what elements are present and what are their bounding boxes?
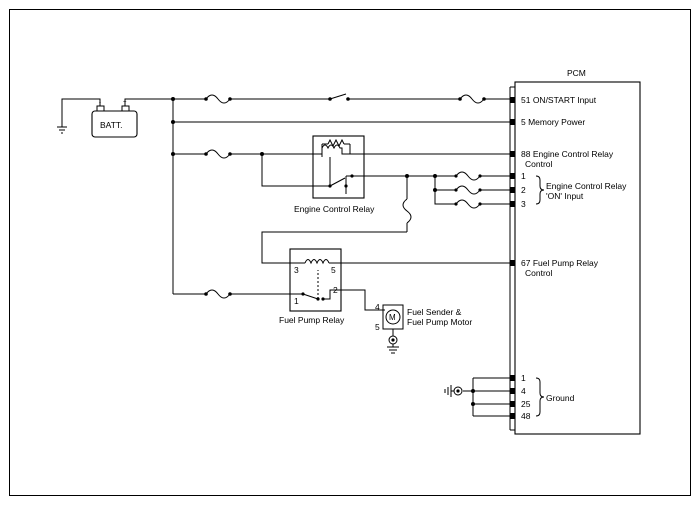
motor-icon xyxy=(385,309,401,325)
pin-ecr-control-label: 88 Engine Control Relay xyxy=(521,149,614,159)
relay-coil-icon xyxy=(290,259,341,265)
ground-icon xyxy=(387,335,399,354)
ecr-on-group-label: Engine Control Relay xyxy=(546,181,627,191)
pin-fpr-control-label-2: Control xyxy=(525,268,553,278)
ecr-on-group-label-2: 'ON' Input xyxy=(546,191,584,201)
pin-ecr-control-label-2: Control xyxy=(525,159,553,169)
fuel-pump-relay: Fuel Pump Relay 3 5 1 2 xyxy=(279,248,345,325)
motor-label: Fuel Sender & xyxy=(407,307,462,317)
engine-control-relay: Engine Control Relay xyxy=(294,135,375,214)
fuse-icon xyxy=(455,199,481,209)
pin-fpr-control-label: 67 Fuel Pump Relay xyxy=(521,258,599,268)
pcm-ground-wiring xyxy=(444,377,510,417)
fpr-pin3: 3 xyxy=(294,265,299,275)
pcm-module: PCM 51 ON/START Input 5 Memory Power 88 … xyxy=(509,68,641,435)
battery-label: BATT. xyxy=(100,120,123,130)
battery: BATT. - + xyxy=(57,98,173,138)
battery-box xyxy=(91,110,138,138)
fuse-icon xyxy=(205,94,231,104)
pin-ecr-on-1-label: 1 xyxy=(521,171,526,181)
fuse-icon xyxy=(455,185,481,195)
ignition-switch-icon xyxy=(328,93,350,101)
relay-switch-icon xyxy=(328,157,354,194)
ground-group-label: Ground xyxy=(546,393,575,403)
pin-memory-power-label: 5 Memory Power xyxy=(521,117,585,127)
relay-coil-icon xyxy=(319,138,352,157)
pcm-title: PCM xyxy=(567,68,586,78)
fuel-pump-motor: M 4 5 Fuel Sender & Fuel Pump Motor xyxy=(375,302,472,354)
battery-pos-terminal xyxy=(121,105,130,112)
motor-label-2: Fuel Pump Motor xyxy=(407,317,472,327)
fuse-icon xyxy=(205,149,231,159)
motor-pin4: 4 xyxy=(375,302,380,312)
fpr-pin5: 5 xyxy=(331,265,336,275)
motor-symbol: M xyxy=(389,313,396,322)
fuse-icon xyxy=(402,198,412,224)
ecr-label: Engine Control Relay xyxy=(294,204,375,214)
pin-gnd-25-label: 25 xyxy=(521,399,531,409)
relay-switch-icon xyxy=(290,270,341,301)
motor-pin5: 5 xyxy=(375,322,380,332)
ecr-on-brace xyxy=(535,175,545,205)
fpr-label: Fuel Pump Relay xyxy=(279,315,345,325)
diagram-frame xyxy=(9,9,691,496)
fpr-box xyxy=(289,248,342,312)
fuse-icon xyxy=(455,171,481,181)
ground-icon xyxy=(444,385,463,397)
pin-gnd-4-label: 4 xyxy=(521,386,526,396)
wiring xyxy=(171,93,510,311)
pin-ecr-on-3-label: 3 xyxy=(521,199,526,209)
pcm-box xyxy=(514,81,641,435)
pin-on-start-label: 51 ON/START Input xyxy=(521,95,597,105)
pin-ecr-on-2-label: 2 xyxy=(521,185,526,195)
ground-brace xyxy=(535,377,545,417)
fpr-pin1: 1 xyxy=(294,296,299,306)
fuse-icon xyxy=(459,94,485,104)
pin-gnd-1-label: 1 xyxy=(521,373,526,383)
chassis-ground-icon xyxy=(57,126,67,134)
ecr-box xyxy=(312,135,365,199)
pin-gnd-48-label: 48 xyxy=(521,411,531,421)
battery-neg-terminal xyxy=(96,105,105,112)
fuse-icon xyxy=(205,289,231,299)
